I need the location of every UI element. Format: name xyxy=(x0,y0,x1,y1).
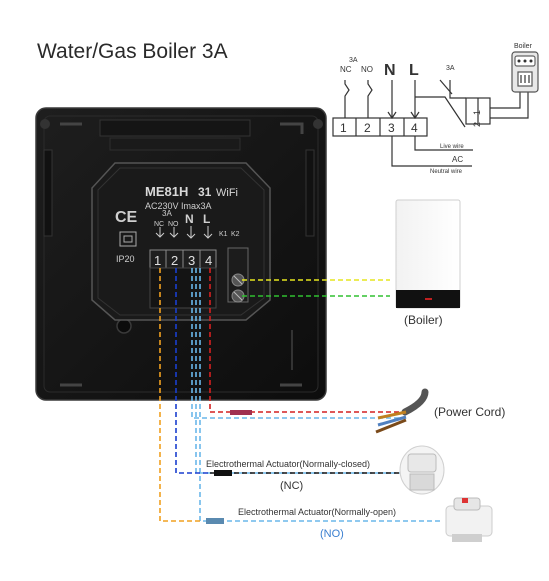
schematic-number-4: 4 xyxy=(411,121,418,135)
actuator-nc xyxy=(399,445,445,495)
terminal-label-l: L xyxy=(203,212,210,226)
boiler-unit xyxy=(395,199,461,309)
relay-rating-label: 3A xyxy=(162,209,172,218)
external-relay-number-1: 1 xyxy=(472,110,482,115)
schematic-relay-rating: 3A xyxy=(349,57,358,64)
wire-nc xyxy=(175,268,210,474)
wire-no xyxy=(159,268,200,522)
wiring-schematic xyxy=(332,51,539,167)
live-sleeve xyxy=(230,410,252,415)
schematic-label-no: NO xyxy=(361,65,373,74)
schematic-number-3: 3 xyxy=(388,121,395,135)
page-title: Water/Gas Boiler 3A xyxy=(37,40,228,63)
terminal-number-2: 2 xyxy=(171,253,178,268)
ip-rating: IP20 xyxy=(116,254,135,264)
wires xyxy=(159,268,440,522)
actuator-nc-tag: (NC) xyxy=(280,480,303,492)
schematic-label-nc: NC xyxy=(340,65,352,74)
schematic-label-n: N xyxy=(384,62,396,79)
terminal-number-3: 3 xyxy=(188,253,195,268)
schematic-number-1: 1 xyxy=(340,121,347,135)
ac-label: AC xyxy=(452,155,463,164)
schematic-external-relay-rating: 3A xyxy=(446,65,455,72)
terminal-label-no: NO xyxy=(168,221,179,228)
power-cord-label: (Power Cord) xyxy=(434,405,505,419)
thermostat-back-plate xyxy=(35,107,327,401)
boiler-label: (Boiler) xyxy=(404,313,443,327)
terminal-label-nc: NC xyxy=(154,221,164,228)
wire-neutral-1 xyxy=(191,268,400,419)
external-relay-number-2: 2 xyxy=(472,122,482,127)
actuator-no xyxy=(445,497,493,542)
actuator-nc-label: Electrothermal Actuator(Normally-closed) xyxy=(206,459,370,469)
model-label: ME81H xyxy=(145,184,188,199)
actuator-no-tag: (NO) xyxy=(320,528,344,540)
k2-label: K2 xyxy=(231,231,240,238)
k1-label: K1 xyxy=(219,231,228,238)
wire-live xyxy=(209,268,400,413)
rating-label: AC230V Imax3A xyxy=(145,201,212,211)
actuator-no-label: Electrothermal Actuator(Normally-open) xyxy=(238,507,396,517)
power-cord xyxy=(375,388,429,434)
no-sleeve xyxy=(206,518,224,524)
ce-mark: CE xyxy=(115,209,138,226)
neutral-wire-label: Neutral wire xyxy=(430,169,463,175)
schematic-boiler-label: Boiler xyxy=(514,43,533,50)
wifi-label: WiFi xyxy=(216,187,238,199)
schematic-label-l: L xyxy=(409,62,419,79)
nc-sleeve xyxy=(214,470,232,476)
terminal-number-1: 1 xyxy=(154,253,161,268)
terminal-label-n: N xyxy=(185,212,194,226)
terminal-number-4: 4 xyxy=(205,253,212,268)
live-wire-label: Live wire xyxy=(440,144,464,150)
schematic-number-2: 2 xyxy=(364,121,371,135)
model-suffix: 31 xyxy=(198,185,212,199)
